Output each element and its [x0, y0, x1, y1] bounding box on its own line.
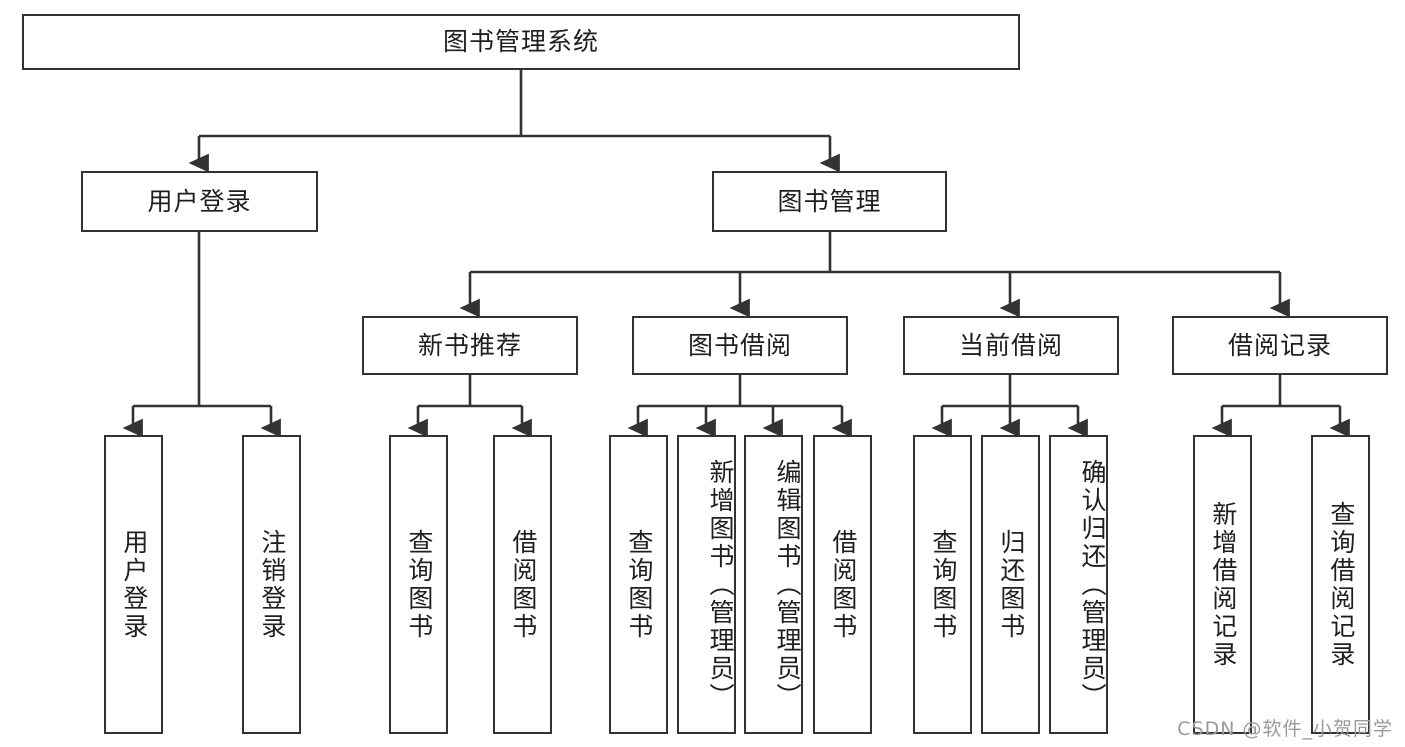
node-label: 归还图书 [996, 528, 1026, 641]
leaf-borrow-books-borrowing[interactable]: 借阅图书 [813, 435, 872, 734]
node-label: 借阅图书 [508, 528, 538, 641]
leaf-add-borrow-record[interactable]: 新增借阅记录 [1193, 435, 1252, 734]
node-new-book-recommendation[interactable]: 新书推荐 [362, 316, 578, 375]
node-label: 查询图书 [404, 528, 434, 641]
node-label: 用户登录 [147, 186, 252, 216]
leaf-confirm-return-admin[interactable]: 确认归还（管理员） [1049, 435, 1108, 734]
node-label: 新增图书（管理员） [706, 458, 735, 711]
node-label: 用户登录 [119, 528, 149, 641]
node-label: 图书管理 [777, 186, 882, 216]
node-label: 确认归还（管理员） [1078, 458, 1107, 711]
leaf-logout[interactable]: 注销登录 [242, 435, 301, 734]
node-user-login[interactable]: 用户登录 [81, 171, 318, 232]
leaf-borrow-books-recommend[interactable]: 借阅图书 [493, 435, 552, 734]
node-book-management[interactable]: 图书管理 [712, 171, 947, 232]
node-label: 图书管理系统 [442, 27, 599, 57]
node-label: 新增借阅记录 [1208, 500, 1238, 669]
node-current-borrowing[interactable]: 当前借阅 [903, 316, 1119, 375]
leaf-query-books-current[interactable]: 查询图书 [913, 435, 972, 734]
csdn-watermark: CSDN @软件_小贺同学 [1177, 718, 1393, 740]
node-borrow-records[interactable]: 借阅记录 [1172, 316, 1388, 375]
node-label: 新书推荐 [417, 330, 522, 360]
node-label: 查询图书 [928, 528, 958, 641]
node-label: 图书借阅 [687, 330, 792, 360]
node-label: 查询图书 [624, 528, 654, 641]
leaf-return-books[interactable]: 归还图书 [981, 435, 1040, 734]
leaf-query-books-borrowing[interactable]: 查询图书 [609, 435, 668, 734]
leaf-query-borrow-record[interactable]: 查询借阅记录 [1311, 435, 1370, 734]
node-label: 查询借阅记录 [1326, 500, 1356, 669]
leaf-user-login[interactable]: 用户登录 [104, 435, 163, 734]
node-label: 注销登录 [257, 528, 287, 641]
leaf-add-book-admin[interactable]: 新增图书（管理员） [677, 435, 736, 734]
leaf-edit-book-admin[interactable]: 编辑图书（管理员） [744, 435, 803, 734]
node-label: 借阅记录 [1227, 330, 1332, 360]
node-book-borrowing[interactable]: 图书借阅 [632, 316, 848, 375]
node-label: 编辑图书（管理员） [773, 458, 802, 711]
node-label: 借阅图书 [828, 528, 858, 641]
node-label: 当前借阅 [958, 330, 1063, 360]
leaf-query-books-recommend[interactable]: 查询图书 [389, 435, 448, 734]
node-root-book-management-system[interactable]: 图书管理系统 [22, 14, 1020, 70]
